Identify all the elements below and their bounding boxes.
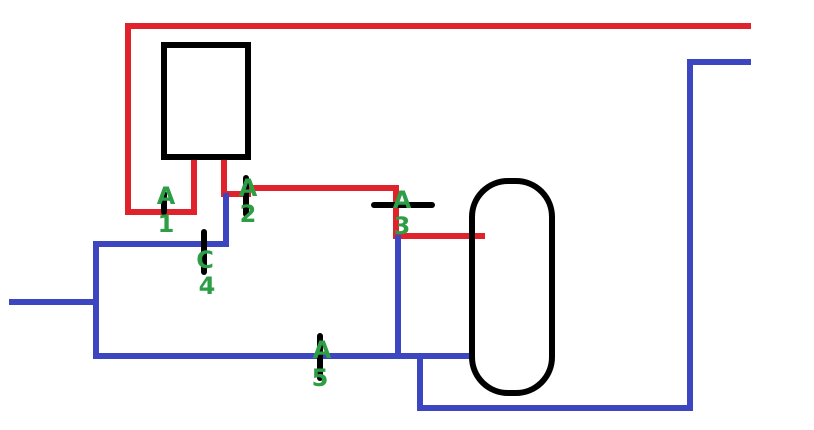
cold-return-line (417, 59, 751, 411)
label-2: A 2 (239, 174, 258, 228)
hot-line-to-radiator (221, 155, 485, 239)
label-4-number: 4 (199, 272, 216, 300)
label-3: A 3 (393, 186, 412, 240)
label-1: A 1 (157, 182, 176, 238)
label-1-letter: A (157, 182, 176, 210)
cold-boiler-return (93, 193, 229, 247)
label-2-number: 2 (240, 200, 257, 228)
label-4-letter: C (196, 246, 214, 274)
label-5-letter: A (313, 336, 332, 364)
label-3-number: 3 (394, 212, 411, 240)
label-1-number: 1 (158, 210, 175, 238)
label-5: A 5 (312, 336, 332, 392)
label-2-letter: A (239, 174, 258, 202)
label-3-letter: A (393, 186, 412, 214)
boiler-box (161, 42, 251, 160)
cold-main-loop (93, 241, 475, 359)
hot-supply-line-top (125, 23, 751, 215)
radiator (469, 178, 555, 396)
label-4: C 4 (196, 246, 215, 300)
label-5-number: 5 (312, 364, 329, 392)
